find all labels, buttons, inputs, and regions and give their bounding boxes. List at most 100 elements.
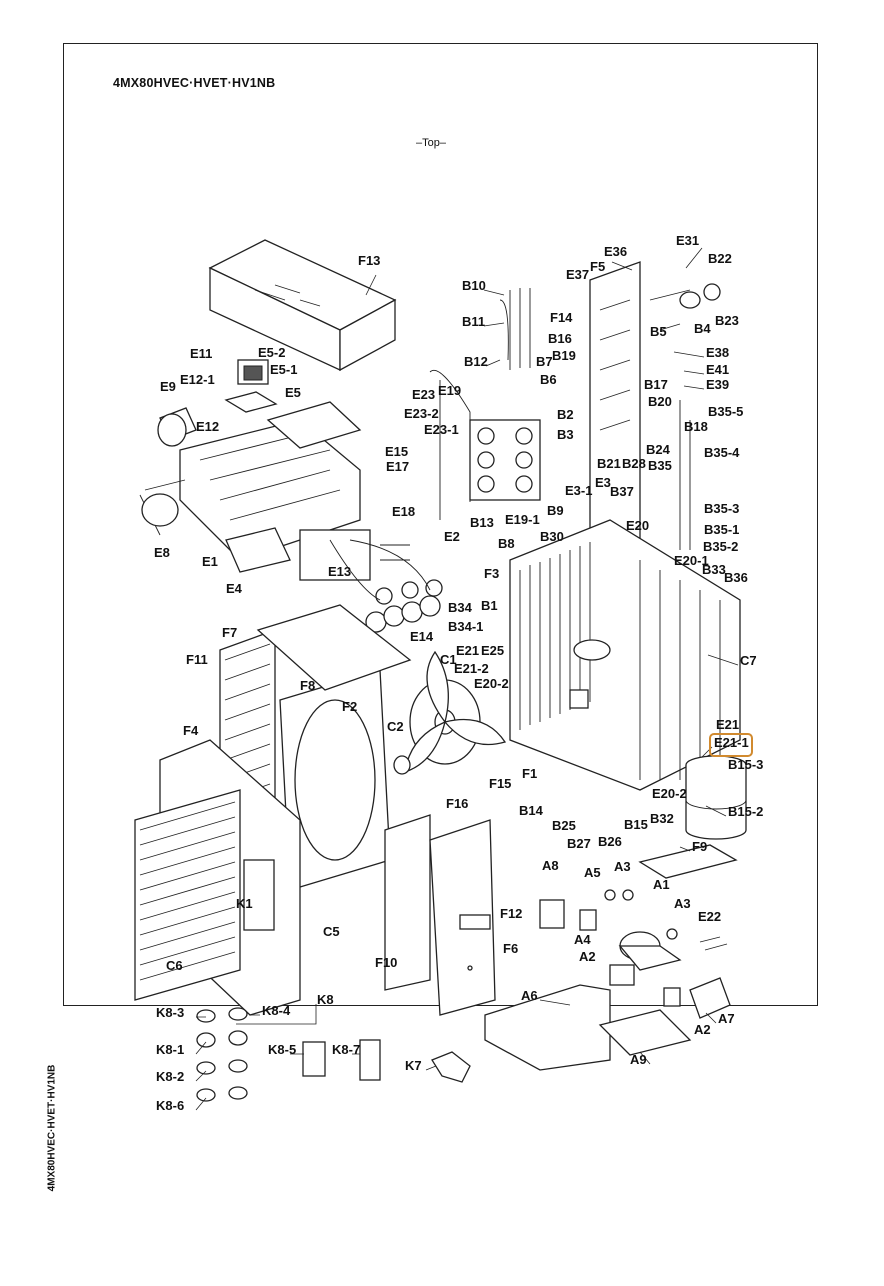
part-label-a6: A6 <box>521 988 538 1003</box>
part-label-a1: A1 <box>653 877 670 892</box>
base-parts <box>484 844 738 1071</box>
part-label-b5: B5 <box>650 324 667 339</box>
part-label-k8-6: K8-6 <box>156 1098 184 1113</box>
part-label-a4: A4 <box>574 932 591 947</box>
part-label-f12: F12 <box>500 906 522 921</box>
part-label-b12: B12 <box>464 354 488 369</box>
part-label-b14: B14 <box>519 803 544 818</box>
part-label-b35: B35 <box>648 458 672 473</box>
part-label-f1: F1 <box>522 766 537 781</box>
part-label-b35-2: B35-2 <box>703 539 738 554</box>
part-label-k8-1: K8-1 <box>156 1042 184 1057</box>
part-label-e21-2: E21-2 <box>454 661 489 676</box>
part-label-a3b: A3 <box>674 896 691 911</box>
part-label-a2: A2 <box>579 949 596 964</box>
part-label-e12-1: E12-1 <box>180 372 215 387</box>
part-label-k8-2: K8-2 <box>156 1069 184 1084</box>
valve-block <box>429 288 541 520</box>
part-label-b35-3: B35-3 <box>704 501 739 516</box>
top-cover-part <box>208 239 397 372</box>
part-label-b21: B21 <box>597 456 621 471</box>
part-label-e20-2: E20-2 <box>474 676 509 691</box>
model-title: 4MX80HVEC·HVET·HV1NB <box>113 76 276 90</box>
part-label-b15-2: B15-2 <box>728 804 763 819</box>
part-label-f8: F8 <box>300 678 315 693</box>
part-label-e20-2b: E20-2 <box>652 786 687 801</box>
part-label-b1: B1 <box>481 598 498 613</box>
part-label-b15: B15 <box>624 817 648 832</box>
part-label-b37: B37 <box>610 484 634 499</box>
part-label-e21-1: E21-1 <box>714 735 749 750</box>
part-label-e23: E23 <box>412 387 435 402</box>
part-label-b27: B27 <box>567 836 591 851</box>
part-label-e37: E37 <box>566 267 589 282</box>
part-label-b35-1: B35-1 <box>704 522 739 537</box>
part-label-c1: C1 <box>440 652 457 667</box>
part-label-b16: B16 <box>548 331 572 346</box>
fittings <box>196 1007 471 1102</box>
part-label-k8: K8 <box>317 992 334 1007</box>
part-label-f5: F5 <box>590 259 605 274</box>
part-label-e2: E2 <box>444 529 460 544</box>
part-label-k7: K7 <box>405 1058 422 1073</box>
part-label-c7: C7 <box>740 653 757 668</box>
part-label-e21-b: E21 <box>716 717 739 732</box>
part-label-e19: E19 <box>438 383 461 398</box>
part-label-e18: E18 <box>392 504 415 519</box>
part-label-e14: E14 <box>410 629 434 644</box>
part-label-b19: B19 <box>552 348 576 363</box>
part-label-b35-5: B35-5 <box>708 404 743 419</box>
part-label-b7: B7 <box>536 354 553 369</box>
part-label-f14: F14 <box>550 310 573 325</box>
part-label-a8: A8 <box>542 858 559 873</box>
part-label-e38: E38 <box>706 345 729 360</box>
part-label-e3: E3 <box>595 475 611 490</box>
part-label-f6: F6 <box>503 941 518 956</box>
part-label-b8: B8 <box>498 536 515 551</box>
part-label-a7: A7 <box>718 1011 735 1026</box>
part-label-b34: B34 <box>448 600 473 615</box>
part-label-e11: E11 <box>190 346 212 361</box>
part-label-k8-4: K8-4 <box>262 1003 291 1018</box>
view-title: –Top– <box>416 137 446 149</box>
part-label-b4: B4 <box>694 321 711 336</box>
part-label-b32: B32 <box>650 811 674 826</box>
front-panels <box>134 604 412 1016</box>
part-label-k8-3: K8-3 <box>156 1005 184 1020</box>
part-label-b20: B20 <box>648 394 672 409</box>
part-label-e4: E4 <box>226 581 243 596</box>
part-label-e9: E9 <box>160 379 176 394</box>
part-label-e13: E13 <box>328 564 351 579</box>
part-label-f4: F4 <box>183 723 199 738</box>
highlight-box <box>709 733 753 757</box>
part-label-a2b: A2 <box>694 1022 711 1037</box>
side-panels <box>384 814 496 1016</box>
part-label-b10: B10 <box>462 278 486 293</box>
part-label-b15-3: B15-3 <box>728 757 763 772</box>
service-valve-panel <box>589 261 721 581</box>
part-label-b30: B30 <box>540 529 564 544</box>
part-label-b36: B36 <box>724 570 748 585</box>
part-label-e39: E39 <box>706 377 729 392</box>
part-label-b11: B11 <box>462 314 485 329</box>
compressor <box>685 755 747 840</box>
part-label-c2: C2 <box>387 719 404 734</box>
part-label-b18: B18 <box>684 419 708 434</box>
part-label-e5: E5 <box>285 385 301 400</box>
part-label-b28: B28 <box>622 456 646 471</box>
part-label-b35-4: B35-4 <box>704 445 740 460</box>
leader-lines <box>195 247 739 1111</box>
part-label-e20-1: E20-1 <box>674 553 709 568</box>
part-label-k1: K1 <box>236 896 253 911</box>
part-label-f7: F7 <box>222 625 237 640</box>
part-label-b25: B25 <box>552 818 576 833</box>
part-label-k8-7: K8-7 <box>332 1042 360 1057</box>
part-label-b3: B3 <box>557 427 574 442</box>
part-label-e31: E31 <box>676 233 699 248</box>
part-label-b17: B17 <box>644 377 668 392</box>
part-label-b33: B33 <box>702 562 726 577</box>
part-label-a9: A9 <box>630 1052 647 1067</box>
part-label-b24: B24 <box>646 442 671 457</box>
